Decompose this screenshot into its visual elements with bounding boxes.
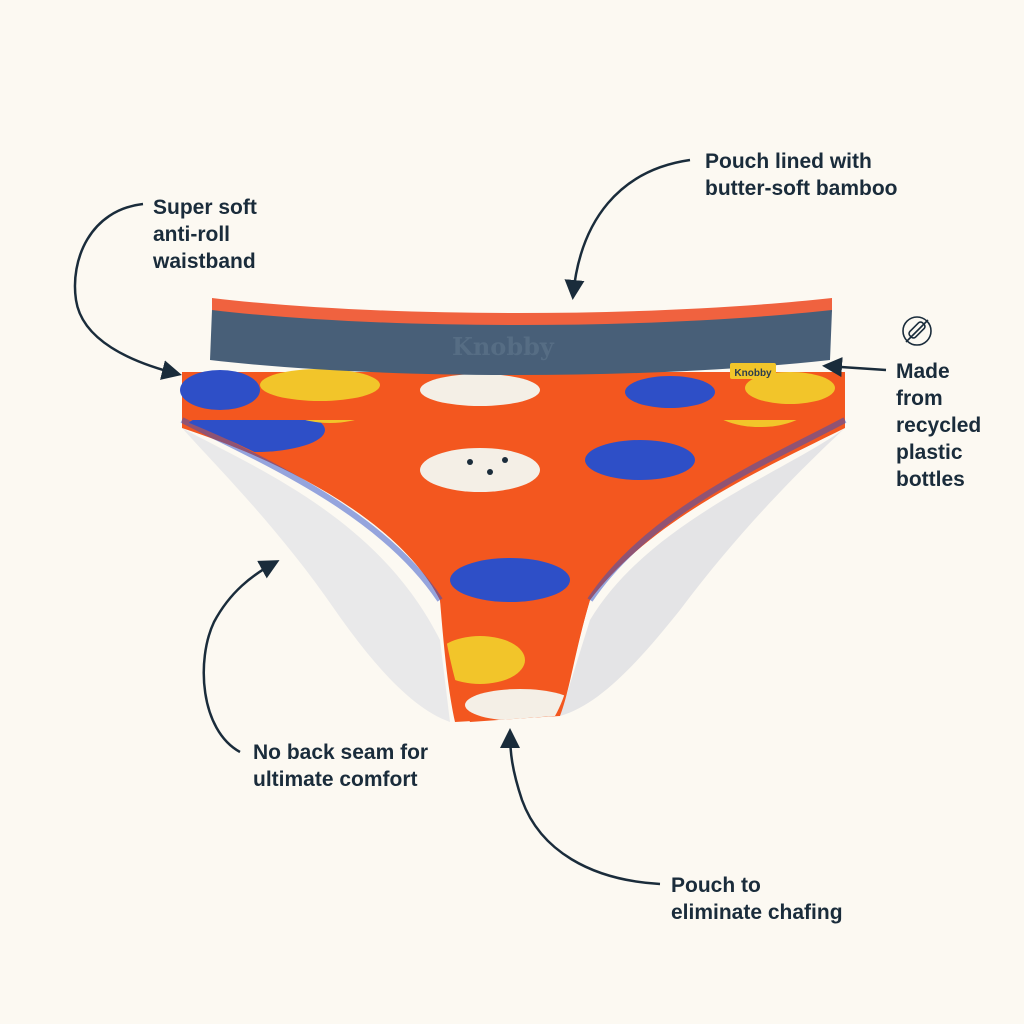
waistband <box>210 298 832 375</box>
dog-print-top <box>180 369 835 410</box>
arrow-recycled <box>822 357 887 378</box>
callout-waistband: Super soft anti-roll waistband <box>153 196 257 273</box>
waistband-logo: Knobby <box>452 332 554 361</box>
brand-tag: Knobby <box>730 363 776 379</box>
callout-back-seam: No back seam for ultimate comfort <box>253 741 429 791</box>
callout-pouch-chafing: Pouch to eliminate chafing <box>671 874 843 924</box>
recycled-bottle-icon <box>902 316 932 346</box>
callout-recycled: Made from recycled plastic bottles <box>896 360 982 491</box>
callout-pouch-lining: Pouch lined with butter-soft bamboo <box>705 150 898 200</box>
arrow-back-seam <box>202 560 280 754</box>
brand-tag-label: Knobby <box>734 368 772 379</box>
arrow-pouch-lining <box>564 158 691 300</box>
arrow-pouch-chafing <box>500 728 661 886</box>
arrow-waistband <box>73 202 182 380</box>
brief-lining <box>182 428 845 722</box>
